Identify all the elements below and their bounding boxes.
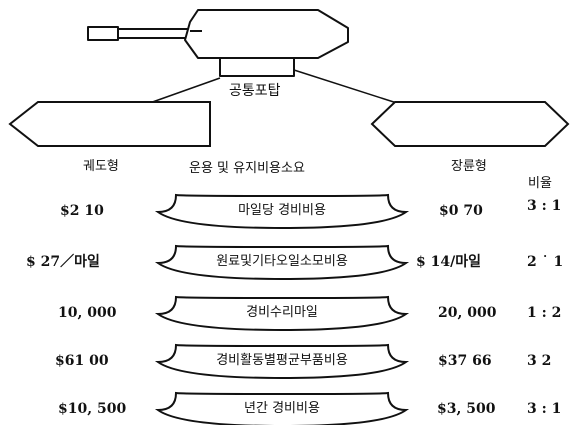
tracked-value: $61 00 — [55, 353, 109, 369]
ratio-header: 비율 — [528, 176, 552, 191]
item-label: 년간 경비비용 — [244, 401, 320, 416]
ratio-value: 2 ˙ 1 — [527, 254, 564, 270]
wheeled-value: $ 14/마일 — [416, 254, 481, 270]
ratio-value: 3 : 1 — [527, 198, 562, 214]
item-capsule — [154, 295, 410, 332]
item-label: 마일당 경비비용 — [238, 203, 326, 218]
wheeled-value: $3, 500 — [437, 401, 496, 417]
center-header: 운용 및 유지비용소요 — [189, 161, 305, 176]
item-capsule — [154, 244, 410, 281]
item-capsule — [154, 193, 410, 230]
wheeled-hull — [370, 101, 570, 147]
ratio-value: 3 2 — [527, 353, 552, 369]
item-label: 경비활동별평균부품비용 — [216, 353, 348, 368]
wheeled-value: $0 70 — [439, 203, 483, 219]
tracked-value: $10, 500 — [58, 401, 127, 417]
tracked-value: $ 27／마일 — [26, 254, 100, 270]
item-capsule — [154, 391, 410, 425]
tracked-value: $2 10 — [60, 203, 104, 219]
ratio-value: 3 : 1 — [527, 401, 562, 417]
connector-right — [293, 69, 401, 105]
tracked-label: 궤도형 — [83, 159, 119, 174]
tracked-value: 10, 000 — [58, 305, 117, 321]
tracked-hull — [8, 101, 211, 147]
turret-graphic — [87, 9, 349, 77]
item-capsule — [154, 343, 410, 380]
ratio-value: 1 : 2 — [527, 305, 562, 321]
wheeled-value: 20, 000 — [438, 305, 497, 321]
wheeled-label: 장륜형 — [451, 159, 487, 174]
item-label: 경비수리마일 — [246, 305, 318, 320]
wheeled-value: $37 66 — [438, 353, 492, 369]
item-label: 원료및기타오일소모비용 — [216, 254, 348, 269]
turret-label: 공통포탑 — [229, 83, 281, 99]
